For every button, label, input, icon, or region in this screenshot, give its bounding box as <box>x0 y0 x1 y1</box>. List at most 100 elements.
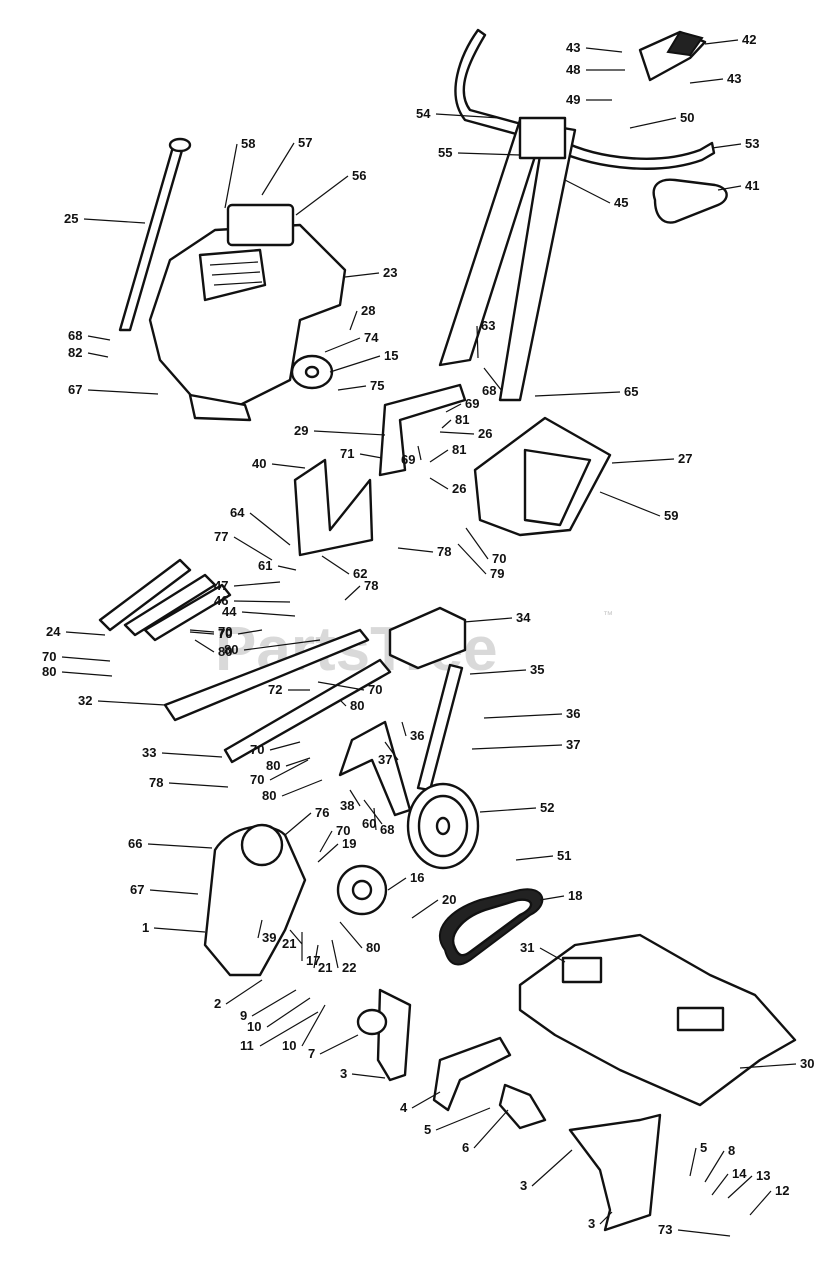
leader-line-9 <box>251 989 297 1017</box>
callout-37: 37 <box>566 737 580 752</box>
leader-line-67 <box>149 889 199 895</box>
callout-42: 42 <box>742 32 756 47</box>
leader-line-47 <box>233 581 281 587</box>
leader-line-55 <box>457 152 521 156</box>
belt-guard <box>473 416 612 537</box>
leader-line-80 <box>339 699 347 707</box>
leader-line-60 <box>363 799 383 825</box>
callout-49: 49 <box>566 92 580 107</box>
callout-15: 15 <box>384 348 398 363</box>
frame-rail-right <box>223 658 392 764</box>
callout-11: 11 <box>240 1038 254 1053</box>
callout-65: 65 <box>624 384 638 399</box>
callout-27: 27 <box>678 451 692 466</box>
leader-line-21 <box>313 944 319 969</box>
callout-52: 52 <box>540 800 554 815</box>
leader-line-6 <box>473 1109 509 1149</box>
callout-10: 10 <box>282 1038 296 1053</box>
callout-74: 74 <box>364 330 379 345</box>
leader-line-70 <box>189 629 215 633</box>
leader-line-21 <box>289 929 303 945</box>
frame-rail-left <box>163 628 370 722</box>
leader-line-20 <box>411 899 439 919</box>
callout-78: 78 <box>364 578 378 593</box>
leader-line-70 <box>269 741 301 751</box>
callout-31: 31 <box>520 940 534 955</box>
leader-line-24 <box>65 631 106 636</box>
leader-line-65 <box>534 391 621 397</box>
leader-line-5 <box>435 1107 491 1131</box>
callout-70: 70 <box>250 772 264 787</box>
callout-80: 80 <box>218 644 232 659</box>
leader-line-16 <box>387 877 407 891</box>
callout-80: 80 <box>262 788 276 803</box>
leader-line-11 <box>259 1011 319 1047</box>
callout-67: 67 <box>68 382 82 397</box>
callout-43: 43 <box>566 40 580 55</box>
leader-line-39 <box>257 919 263 939</box>
callout-29: 29 <box>294 423 308 438</box>
leader-line-58 <box>224 143 238 209</box>
callout-13: 13 <box>756 1168 770 1183</box>
callout-55: 55 <box>438 145 452 160</box>
leader-line-32 <box>97 700 166 706</box>
engine <box>148 203 347 422</box>
leader-line-37 <box>384 741 399 761</box>
callout-2: 2 <box>214 996 221 1011</box>
leader-line-80 <box>339 921 363 949</box>
callout-21: 21 <box>282 936 296 951</box>
callout-60: 60 <box>362 816 376 831</box>
tine-shield <box>518 933 797 1107</box>
callout-28: 28 <box>361 303 375 318</box>
callout-35: 35 <box>530 662 544 677</box>
callout-8: 8 <box>728 1143 735 1158</box>
callout-50: 50 <box>680 110 694 125</box>
callout-44: 44 <box>222 604 237 619</box>
leader-line-22 <box>331 939 339 969</box>
leader-line-62 <box>321 555 350 575</box>
callout-20: 20 <box>442 892 456 907</box>
callout-80: 80 <box>350 698 364 713</box>
callout-69: 69 <box>401 452 415 467</box>
callout-45: 45 <box>614 195 628 210</box>
leader-line-74 <box>324 337 361 353</box>
callout-53: 53 <box>745 136 759 151</box>
leader-line-15 <box>329 355 381 373</box>
leader-line-8 <box>704 1150 725 1183</box>
leader-line-43 <box>585 47 623 53</box>
leader-line-80 <box>194 639 215 653</box>
leader-line-69 <box>445 403 462 413</box>
engine-pulley <box>290 354 334 390</box>
callout-36: 36 <box>566 706 580 721</box>
callout-78: 78 <box>149 775 163 790</box>
callout-3: 3 <box>520 1178 527 1193</box>
callout-71: 71 <box>340 446 354 461</box>
leader-line-52 <box>479 807 537 813</box>
callout-81: 81 <box>452 442 466 457</box>
leader-line-37 <box>471 744 563 750</box>
callout-33: 33 <box>142 745 156 760</box>
callout-26: 26 <box>452 481 466 496</box>
callout-24: 24 <box>46 624 61 639</box>
leader-line-28 <box>349 310 358 331</box>
callout-66: 66 <box>128 836 142 851</box>
leader-line-68 <box>373 807 377 831</box>
dipstick <box>118 137 192 332</box>
leader-line-79 <box>457 543 487 575</box>
callout-69: 69 <box>465 396 479 411</box>
leader-line-3 <box>351 1073 386 1079</box>
leader-line-66 <box>147 843 213 849</box>
callout-70: 70 <box>336 823 350 838</box>
callout-70: 70 <box>368 682 382 697</box>
leader-line-10 <box>301 1004 326 1047</box>
leader-line-42 <box>704 39 739 45</box>
v-belt <box>439 888 544 966</box>
leader-line-75 <box>337 385 367 391</box>
callout-6: 6 <box>462 1140 469 1155</box>
leader-line-45 <box>564 179 611 204</box>
engine-mount-bracket <box>378 383 467 477</box>
leader-line-61 <box>277 565 297 571</box>
callout-30: 30 <box>800 1056 814 1071</box>
leader-line-35 <box>469 669 527 675</box>
callout-73: 73 <box>658 1222 672 1237</box>
